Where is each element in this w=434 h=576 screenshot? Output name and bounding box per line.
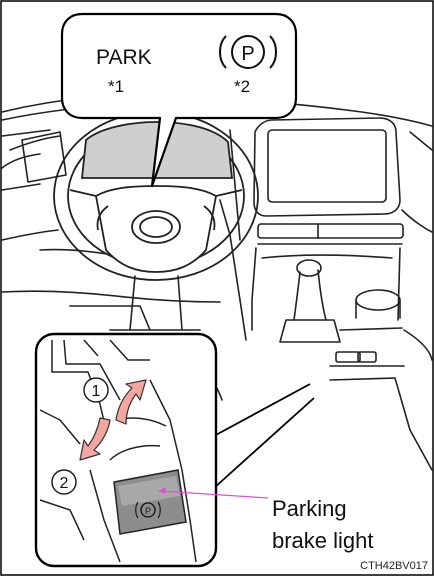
footnote-marker-1: *1: [108, 77, 124, 96]
step-2-number: 2: [60, 475, 69, 492]
step-2-marker: 2: [52, 470, 76, 494]
step-1-number: 1: [92, 383, 101, 400]
footnote-marker-2: *2: [234, 77, 250, 96]
inset-connector-lines: [214, 384, 314, 488]
parking-brake-switch-inset: P 1 2: [36, 334, 216, 566]
park-symbol-letter: P: [241, 43, 254, 65]
parking-brake-light-label-line1: Parking: [272, 496, 347, 521]
parking-brake-light-label-line2: brake light: [272, 528, 374, 553]
figure-id: CTH42BV017: [360, 560, 428, 572]
steering-wheel: [54, 112, 258, 280]
step-1-marker: 1: [84, 378, 108, 402]
switch-symbol-letter: P: [145, 506, 151, 516]
park-indicator-text: PARK: [96, 46, 152, 69]
